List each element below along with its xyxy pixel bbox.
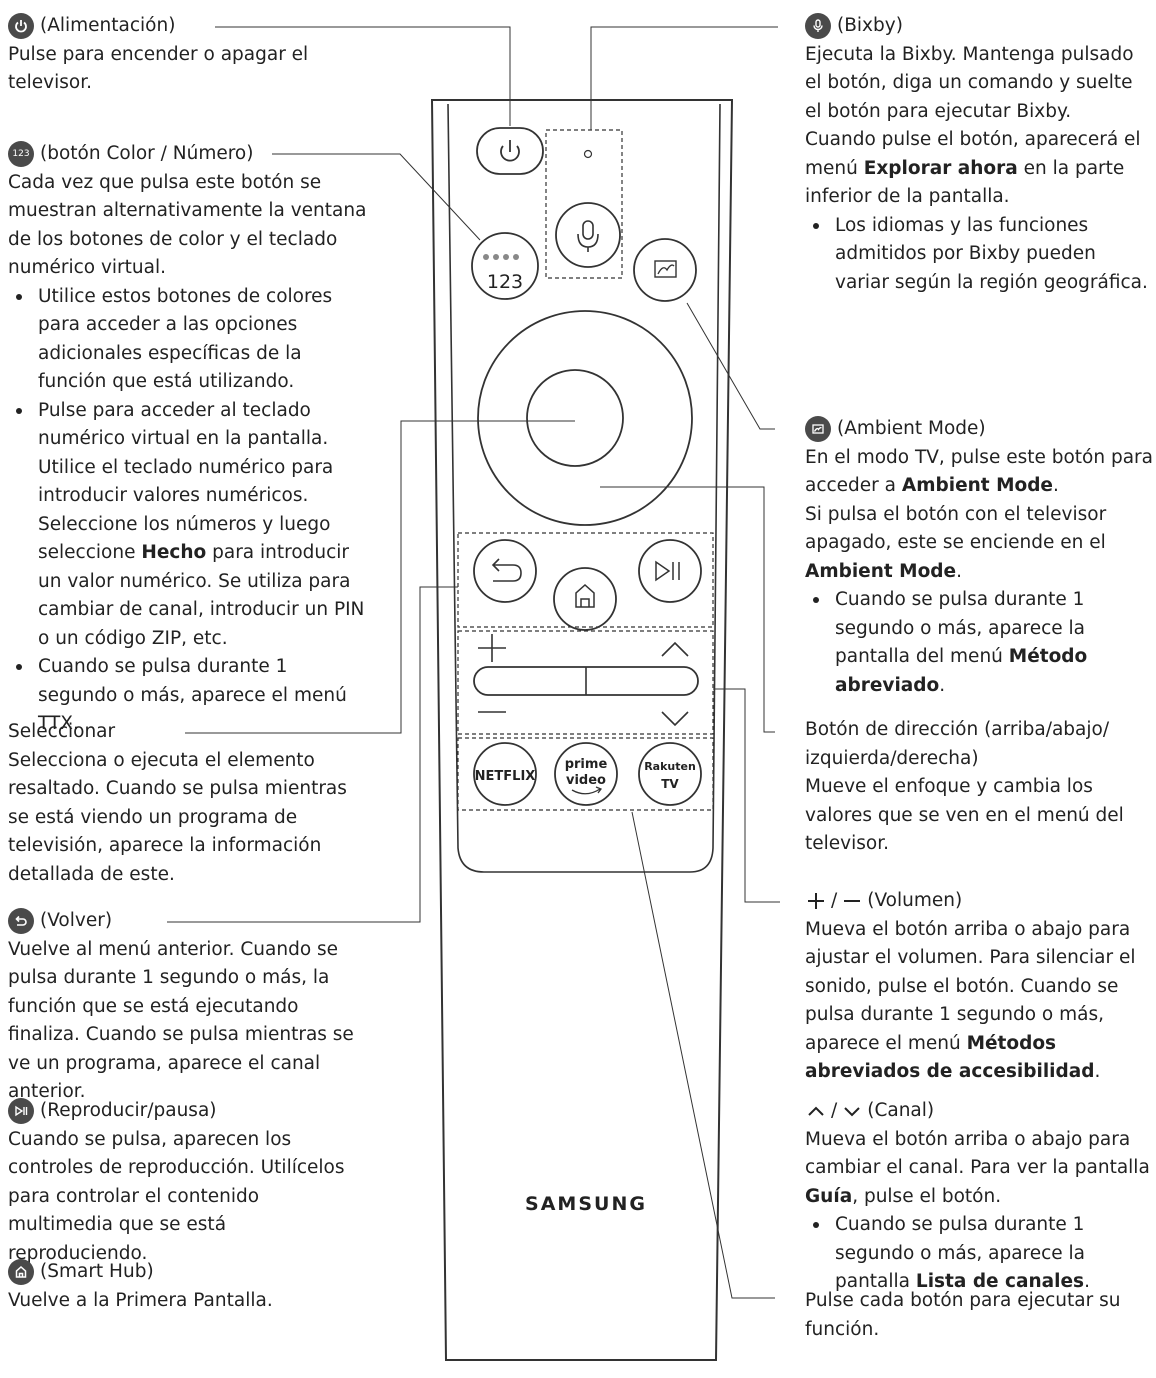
play-pause-button[interactable] xyxy=(638,539,702,603)
colornum-bullet-2: Pulse para acceder al teclado numérico v… xyxy=(16,397,368,654)
color-number-button[interactable] xyxy=(471,232,539,300)
channel-title: (Canal) xyxy=(867,1100,935,1121)
bixby-title: (Bixby) xyxy=(837,15,903,36)
power-button[interactable] xyxy=(476,127,544,175)
number-label: 123 xyxy=(487,271,523,293)
select-callout: Seleccionar Selecciona o ejecuta el elem… xyxy=(8,718,368,889)
bixby-desc-2: Cuando pulse el botón, aparecerá el menú… xyxy=(805,129,1141,207)
prime-label-2: video xyxy=(566,773,606,788)
colornum-bullet-1: Utilice estos botones de colores para ac… xyxy=(16,283,368,397)
rakuten-label-2: TV xyxy=(661,777,679,791)
power-desc: Pulse para encender o apagar el televiso… xyxy=(8,43,309,94)
brand-logo: SAMSUNG xyxy=(525,1193,647,1215)
direction-desc: Mueve el enfoque y cambia los valores qu… xyxy=(805,776,1124,854)
select-title: Seleccionar xyxy=(8,721,116,742)
bixby-desc-1: Ejecuta la Bixby. Mantenga pulsado el bo… xyxy=(805,43,1134,122)
chevron-down-icon xyxy=(841,1100,863,1122)
power-icon xyxy=(8,13,34,40)
leader-ambient xyxy=(686,302,775,430)
play-callout: (Reproducir/pausa) Cuando se pulsa, apar… xyxy=(8,1097,368,1268)
mic-icon xyxy=(805,13,831,40)
color-number-icon: 123 xyxy=(8,141,34,168)
prime-video-button[interactable] xyxy=(554,742,618,806)
minus-icon xyxy=(841,890,863,912)
colornum-callout: 123 (botón Color / Número) Cada vez que p… xyxy=(8,140,368,739)
back-callout: (Volver) Vuelve al menú anterior. Cuando… xyxy=(8,907,368,1107)
leader-direction xyxy=(600,486,775,733)
ambient-title: (Ambient Mode) xyxy=(837,418,986,439)
power-title: (Alimentación) xyxy=(40,15,176,36)
remote-body xyxy=(430,99,734,1361)
apps-callout: Pulse cada botón para ejecutar su funció… xyxy=(805,1287,1153,1344)
power-callout: (Alimentación) Pulse para encender o apa… xyxy=(8,12,368,98)
leader-volume xyxy=(713,688,780,903)
leader-power xyxy=(215,26,511,126)
ambient-callout: (Ambient Mode) En el modo TV, pulse este… xyxy=(805,415,1153,700)
ambient-bullet-1: Cuando se pulsa durante 1 segundo o más,… xyxy=(813,586,1153,700)
plus-icon xyxy=(805,890,827,912)
hub-title: (Smart Hub) xyxy=(40,1261,154,1282)
colornum-title: (botón Color / Número) xyxy=(40,143,254,164)
leader-back xyxy=(167,586,458,923)
back-desc: Vuelve al menú anterior. Cuando se pulsa… xyxy=(8,938,354,1103)
select-desc: Selecciona o ejecuta el elemento resalta… xyxy=(8,749,347,885)
direction-callout: Botón de dirección (arriba/abajo/ izquie… xyxy=(805,716,1153,859)
nav-area xyxy=(457,532,714,628)
apps-area xyxy=(457,737,714,811)
home-button[interactable] xyxy=(553,567,617,631)
leader-colornum xyxy=(272,153,481,241)
vol-ch-area xyxy=(457,630,714,735)
channel-desc: Mueva el botón arriba o abajo para cambi… xyxy=(805,1128,1150,1207)
ambient-desc-2: Si pulsa el botón con el televisor apaga… xyxy=(805,503,1107,582)
colornum-desc: Cada vez que pulsa este botón se muestra… xyxy=(8,171,367,279)
play-pause-icon xyxy=(8,1098,34,1125)
ambient-icon xyxy=(805,416,831,443)
back-title: (Volver) xyxy=(40,910,113,931)
leader-apps xyxy=(631,811,775,1299)
rakuten-label-1: Rakuten xyxy=(644,760,696,773)
mic-hole xyxy=(583,149,593,159)
bixby-area xyxy=(545,129,623,279)
ambient-button[interactable] xyxy=(633,238,697,302)
play-desc: Cuando se pulsa, aparecen los controles … xyxy=(8,1128,345,1264)
back-button[interactable] xyxy=(473,539,537,603)
direction-title: Botón de dirección (arriba/abajo/ izquie… xyxy=(805,719,1110,769)
volume-title: (Volumen) xyxy=(867,890,963,911)
home-icon xyxy=(8,1259,34,1286)
netflix-label: NETFLIX xyxy=(475,769,536,784)
colornum-bullet-3: Cuando se pulsa durante 1 segundo o más,… xyxy=(16,653,368,739)
leader-select xyxy=(185,420,575,734)
volume-callout: /(Volumen) Mueva el botón arriba o abajo… xyxy=(805,887,1153,1087)
play-title: (Reproducir/pausa) xyxy=(40,1100,217,1121)
bixby-button[interactable] xyxy=(555,202,621,268)
ambient-desc-1: En el modo TV, pulse este botón para acc… xyxy=(805,446,1154,497)
netflix-button[interactable] xyxy=(473,742,537,806)
hub-desc: Vuelve a la Primera Pantalla. xyxy=(8,1289,273,1311)
channel-callout: /(Canal) Mueva el botón arriba o abajo p… xyxy=(805,1097,1153,1297)
direction-ring[interactable] xyxy=(477,310,693,526)
hub-callout: (Smart Hub) Vuelve a la Primera Pantalla… xyxy=(8,1258,368,1315)
select-button[interactable] xyxy=(526,369,624,467)
apps-desc: Pulse cada botón para ejecutar su funció… xyxy=(805,1290,1121,1340)
bixby-bullet-1: Los idiomas y las funciones admitidos po… xyxy=(813,212,1153,298)
channel-bullet-1: Cuando se pulsa durante 1 segundo o más,… xyxy=(813,1211,1153,1297)
back-icon xyxy=(8,908,34,935)
rakuten-tv-button[interactable] xyxy=(638,742,702,806)
volume-desc: Mueva el botón arriba o abajo para ajust… xyxy=(805,918,1136,1083)
chevron-up-icon xyxy=(805,1100,827,1122)
bixby-callout: (Bixby) Ejecuta la Bixby. Mantenga pulsa… xyxy=(805,12,1153,297)
leader-bixby xyxy=(590,26,778,130)
prime-label-1: prime xyxy=(565,757,608,772)
